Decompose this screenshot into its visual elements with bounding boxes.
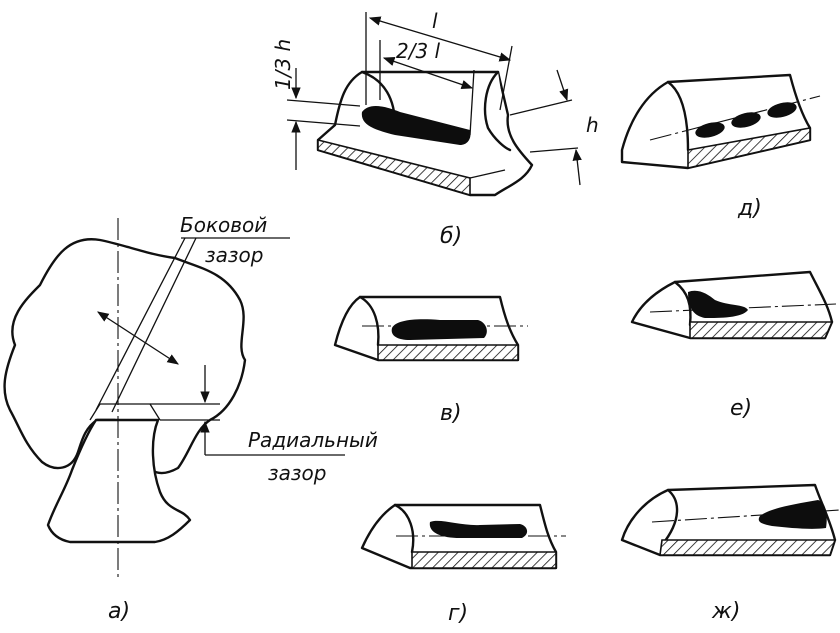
caption-zh: ж) bbox=[711, 599, 740, 624]
dim-l bbox=[368, 16, 512, 62]
caption-e: е) bbox=[730, 396, 752, 421]
side-clearance-dimension bbox=[97, 311, 179, 365]
dim-h bbox=[556, 69, 569, 102]
contact-patch-d-1 bbox=[695, 122, 725, 138]
caption-d: д) bbox=[737, 196, 762, 221]
caption-a: а) bbox=[108, 599, 130, 624]
lower-gear-tooth bbox=[46, 418, 192, 544]
gear-mesh-view: Боковой зазор Радиальный зазор а) bbox=[3, 213, 378, 624]
contact-patch-e bbox=[688, 290, 748, 318]
radial-clearance-label-2: зазор bbox=[268, 461, 326, 485]
contact-patch-d-3 bbox=[767, 102, 797, 118]
tooth-d: д) bbox=[620, 73, 821, 221]
contact-patch-v bbox=[391, 319, 487, 340]
caption-g: г) bbox=[448, 601, 468, 626]
dim-l-label: l bbox=[432, 9, 438, 33]
contact-patch-zh bbox=[758, 500, 827, 529]
contact-patch-g bbox=[429, 520, 528, 538]
dim-1-3-h-label: 1/3 h bbox=[271, 39, 295, 90]
caption-v: в) bbox=[440, 401, 462, 426]
radial-clearance-label-1: Радиальный bbox=[248, 428, 378, 452]
contact-patch-b bbox=[361, 106, 471, 145]
tooth-zh: ж) bbox=[620, 483, 840, 624]
dim-2-3-l-label: 2/3 l bbox=[396, 39, 441, 63]
dim-h-label: h bbox=[586, 113, 599, 137]
caption-b: б) bbox=[440, 224, 462, 249]
dim-2-3-l bbox=[382, 56, 474, 90]
tooth-b: l 2/3 l 1/3 h h б) bbox=[271, 9, 599, 249]
tooth-g: г) bbox=[360, 503, 566, 626]
tooth-e: е) bbox=[630, 270, 837, 421]
tooth-v: в) bbox=[333, 295, 528, 426]
contact-patch-d-2 bbox=[731, 112, 761, 128]
side-clearance-label-2: зазор bbox=[205, 243, 263, 267]
side-clearance-label-1: Боковой bbox=[180, 213, 267, 237]
